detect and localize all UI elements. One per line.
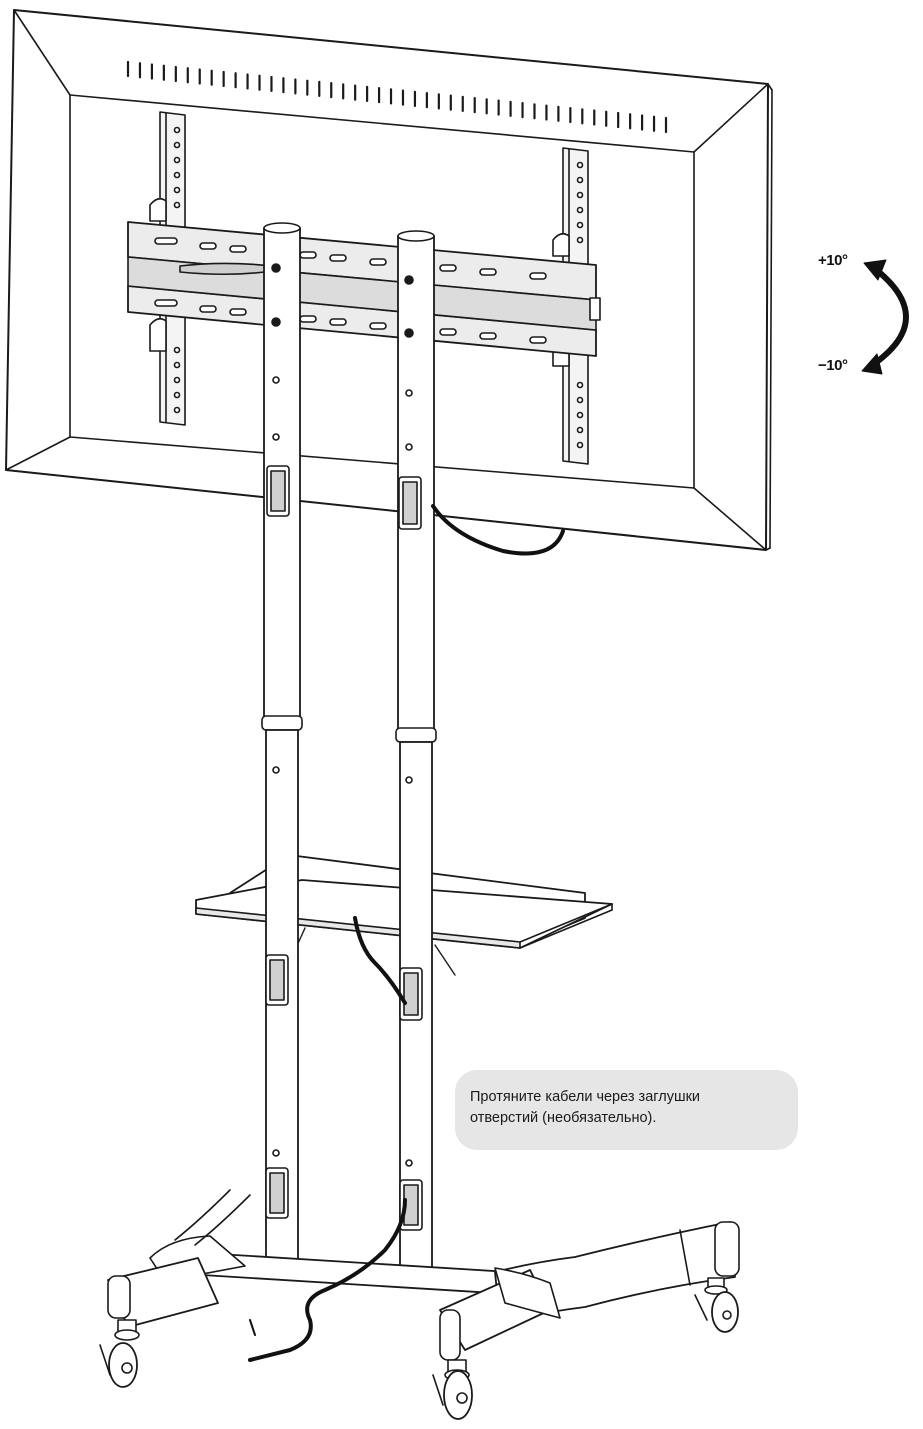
right-column-collar: [395, 727, 437, 743]
rear-right-caster: [694, 1277, 739, 1333]
note-line-2: отверстий (необязательно).: [470, 1110, 657, 1126]
tv-vent-slots: [126, 60, 668, 134]
cable-routing-note: Протяните кабели через заглушки отверсти…: [455, 1070, 798, 1150]
front-left-caster: [99, 1319, 140, 1388]
tilt-plus-label: +10°: [818, 252, 848, 269]
rolling-base: [107, 1189, 740, 1361]
front-right-caster: [432, 1359, 473, 1420]
tilt-range-arrow-icon: [861, 259, 909, 375]
right-lower-column: [399, 741, 433, 1273]
left-column-collar: [261, 715, 303, 731]
left-lower-column: [265, 729, 299, 1261]
note-line-1: Протяните кабели через заглушки: [470, 1089, 701, 1105]
right-upper-column: [397, 230, 435, 731]
routed-cables: [248, 504, 565, 1362]
tilt-minus-label: −10°: [818, 357, 848, 374]
left-upper-column: [263, 222, 301, 719]
horizontal-mount-rails: [127, 221, 601, 357]
